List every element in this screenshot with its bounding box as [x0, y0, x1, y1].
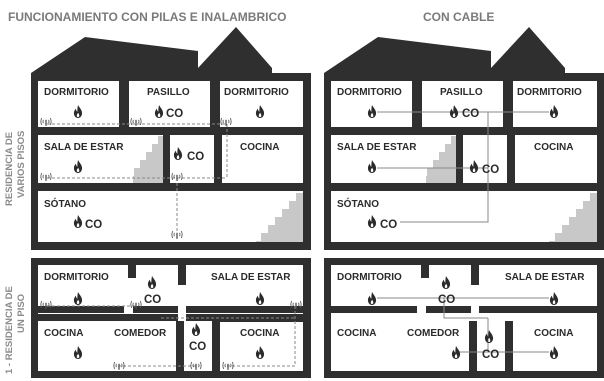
room-label-pasillo: PASILLO — [147, 87, 190, 98]
co-alarm-label: CO — [85, 219, 102, 231]
room-label-dormitorio: DORMITORIO — [337, 272, 402, 283]
room-label-cocina: COCINA — [44, 328, 83, 339]
co-alarm-label: CO — [438, 294, 455, 306]
house-multi-wired: DORMITORIO PASILLO DORMITORIO SALA DE ES… — [324, 27, 604, 250]
co-alarm-label: CO — [380, 219, 397, 231]
room-label-comedor: COMEDOR — [114, 328, 167, 339]
room-label-sala-de-estar: SALA DE ESTAR — [211, 272, 291, 283]
room-label-sala-de-estar: SALA DE ESTAR — [44, 142, 124, 153]
side-label-multi-2: VARIOS PISOS — [16, 131, 27, 198]
house-single-wireless: DORMITORIO SALA DE ESTAR COCINA COMEDOR … — [31, 258, 311, 378]
room-label-sala-de-estar: SALA DE ESTAR — [505, 272, 585, 283]
co-alarm-label: CO — [187, 151, 204, 163]
co-alarm-label: CO — [482, 164, 499, 176]
room-label-sala-de-estar: SALA DE ESTAR — [337, 142, 417, 153]
room-label-sotano: SÓTANO — [337, 197, 379, 210]
co-alarm-label: CO — [189, 341, 206, 353]
header-wired: CON CABLE — [423, 10, 494, 24]
side-label-single-1: 1 - RESIDENCIA DE — [4, 286, 15, 374]
header-wireless: FUNCIONAMIENTO CON PILAS E INALAMBRICO — [8, 10, 286, 24]
house-single-wired: DORMITORIO SALA DE ESTAR COCINA COMEDOR … — [324, 258, 604, 378]
room-label-pasillo: PASILLO — [440, 87, 483, 98]
room-label-dormitorio: DORMITORIO — [224, 87, 289, 98]
co-alarm-label: CO — [166, 108, 183, 120]
co-alarm-label: CO — [144, 294, 161, 306]
room-label-cocina: COCINA — [534, 328, 573, 339]
co-alarm-label: CO — [482, 349, 499, 361]
side-label-single-2: UN PISO — [16, 294, 27, 333]
room-label-dormitorio: DORMITORIO — [44, 87, 109, 98]
room-label-dormitorio: DORMITORIO — [517, 87, 582, 98]
stairs-icon — [426, 136, 456, 183]
room-label-cocina: COCINA — [337, 328, 376, 339]
side-label-multi-1: RESIDENCIA DE — [4, 132, 15, 206]
room-label-comedor: COMEDOR — [407, 328, 460, 339]
room-label-dormitorio: DORMITORIO — [44, 272, 109, 283]
stairs-icon — [256, 193, 303, 242]
co-alarm-label: CO — [462, 108, 479, 120]
room-label-sotano: SÓTANO — [44, 197, 86, 210]
stairs-icon — [133, 136, 163, 183]
room-label-cocina: COCINA — [534, 142, 573, 153]
room-label-cocina: COCINA — [240, 328, 279, 339]
stairs-icon — [549, 193, 597, 242]
room-label-cocina: COCINA — [240, 142, 279, 153]
room-label-dormitorio: DORMITORIO — [337, 87, 402, 98]
house-multi-wireless: DORMITORIO PASILLO DORMITORIO SALA DE ES… — [31, 27, 311, 250]
